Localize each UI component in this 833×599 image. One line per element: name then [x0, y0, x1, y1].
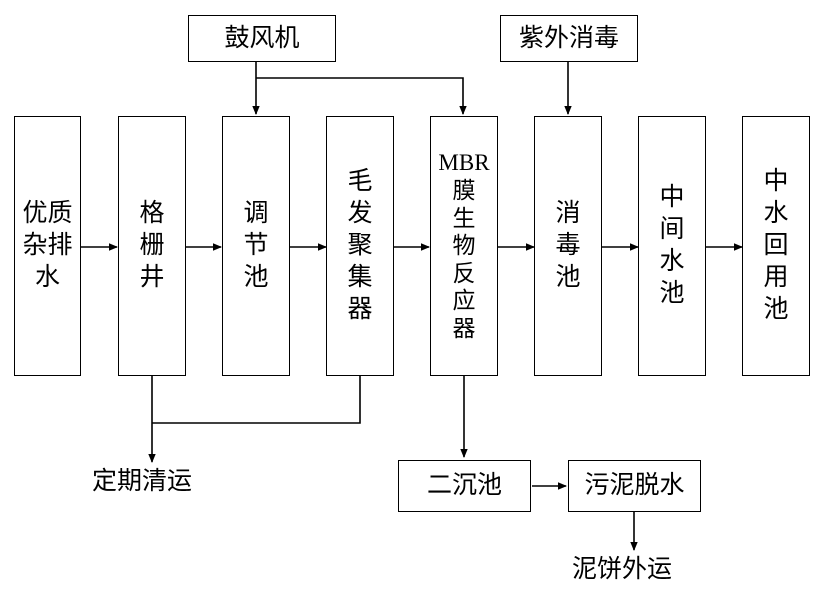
node-secondary-clarifier[interactable]: 二沉池 — [398, 460, 531, 512]
node-grit-well-label: 格 栅 井 — [139, 200, 165, 291]
node-intermediate-tank-label: 中 间 水 池 — [659, 184, 685, 307]
label-cake-offsite-text: 泥饼外运 — [572, 556, 673, 583]
node-blower-label: 鼓风机 — [224, 24, 300, 52]
node-sludge-dewatering-label: 污泥脱水 — [584, 472, 685, 500]
node-mbr-reactor-label: MBR 膜 生 物 反 应 器 — [438, 150, 490, 341]
node-mbr-reactor[interactable]: MBR 膜 生 物 反 应 器 — [430, 116, 498, 376]
node-equalization-tank-label: 调 节 池 — [243, 200, 269, 291]
node-hair-collector[interactable]: 毛 发 聚 集 器 — [326, 116, 394, 376]
node-sludge-dewatering[interactable]: 污泥脱水 — [568, 460, 701, 512]
node-influent-label: 优质 杂排 水 — [22, 200, 73, 291]
node-intermediate-tank[interactable]: 中 间 水 池 — [638, 116, 706, 376]
node-secondary-clarifier-label: 二沉池 — [426, 472, 502, 500]
node-uv-disinfection-label: 紫外消毒 — [518, 24, 619, 52]
node-grit-well[interactable]: 格 栅 井 — [118, 116, 186, 376]
node-equalization-tank[interactable]: 调 节 池 — [222, 116, 290, 376]
wire-hair-down — [152, 376, 361, 424]
node-uv-disinfection[interactable]: 紫外消毒 — [500, 15, 638, 62]
wire-blower-branch-mbr — [256, 77, 467, 115]
label-cake-offsite: 泥饼外运 — [572, 556, 672, 584]
node-blower[interactable]: 鼓风机 — [188, 15, 336, 62]
node-disinfection-tank[interactable]: 消 毒 池 — [534, 116, 602, 376]
node-hair-collector-label: 毛 发 聚 集 器 — [347, 168, 373, 323]
node-reclaimed-water-tank-label: 中 水 回 用 池 — [763, 168, 789, 323]
node-disinfection-tank-label: 消 毒 池 — [555, 200, 581, 291]
label-periodic-removal: 定期清运 — [92, 468, 192, 496]
label-periodic-removal-text: 定期清运 — [92, 468, 193, 495]
node-reclaimed-water-tank[interactable]: 中 水 回 用 池 — [742, 116, 810, 376]
node-influent[interactable]: 优质 杂排 水 — [14, 116, 81, 376]
